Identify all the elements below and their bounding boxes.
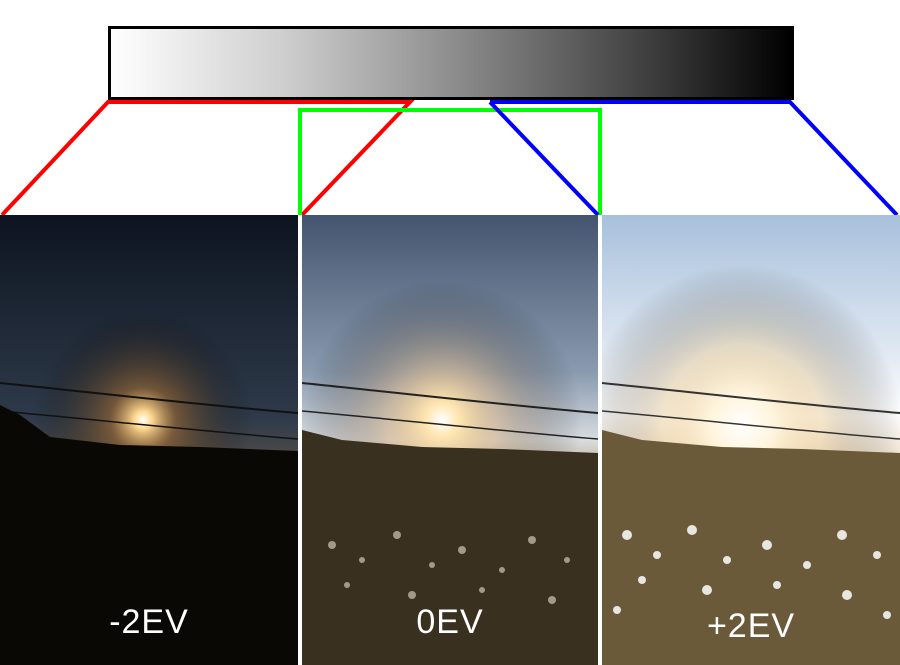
photo-minus-2ev: -2EV <box>0 215 298 665</box>
tonal-gradient-bar <box>108 26 794 100</box>
over-bracket-inner-edge <box>488 100 600 217</box>
sunset-field-image-bright <box>602 215 900 665</box>
divider <box>298 215 302 665</box>
exposure-label: -2EV <box>109 603 189 641</box>
sunset-field-image-dark <box>0 215 298 665</box>
normal-exposure-bracket <box>298 108 602 215</box>
photo-0ev: 0EV <box>302 215 598 665</box>
sunset-field-image-normal <box>302 215 598 665</box>
exposure-label: +2EV <box>706 607 796 645</box>
photo-plus-2ev: +2EV <box>602 215 900 665</box>
over-exposure-bracket <box>490 100 899 217</box>
under-exposure-bracket <box>0 100 415 217</box>
divider <box>598 215 602 665</box>
exposure-label: 0EV <box>416 603 484 641</box>
